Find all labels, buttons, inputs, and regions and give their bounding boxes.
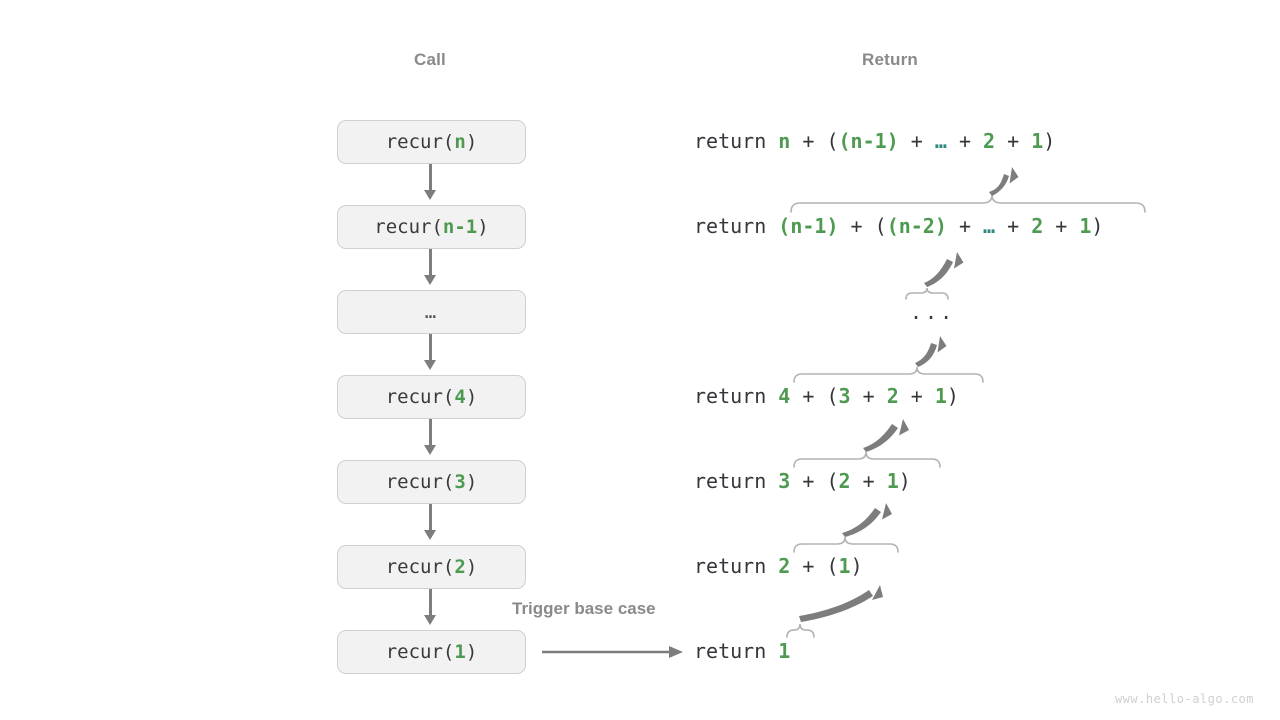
call-arrow-4	[429, 419, 432, 448]
brace-row-n-1	[790, 194, 1146, 213]
frame-label: recur(1)	[385, 641, 478, 663]
brace-row-2	[793, 536, 899, 553]
frame-recur-2: recur(2)	[337, 545, 526, 589]
arrow-to-row-4	[863, 419, 909, 452]
brace-row-3	[793, 451, 941, 468]
call-arrow-head-2	[424, 275, 436, 285]
trigger-base-case-arrow	[542, 646, 683, 658]
return-row-ellipsis: ...	[910, 300, 956, 324]
frame-label: recur(n)	[385, 131, 478, 153]
frame-label: recur(2)	[385, 556, 478, 578]
column-header-call: Call	[414, 50, 446, 69]
call-arrow-head-5	[424, 530, 436, 540]
frame-ellipsis: …	[337, 290, 526, 334]
arrow-to-ellipsis	[915, 336, 947, 367]
return-row-3: return 3 + (2 + 1)	[694, 469, 911, 493]
frame-recur-n: recur(n)	[337, 120, 526, 164]
brace-row-1	[786, 623, 815, 638]
call-arrow-3	[429, 334, 432, 363]
arrow-to-row-n	[989, 167, 1019, 196]
watermark: www.hello-algo.com	[1114, 692, 1254, 706]
call-arrow-head-4	[424, 445, 436, 455]
brace-ellipsis	[905, 287, 949, 300]
return-row-n: return n + ((n-1) + … + 2 + 1)	[694, 129, 1056, 153]
column-header-return: Return	[862, 50, 918, 69]
frame-label: recur(4)	[385, 386, 478, 408]
return-row-4: return 4 + (3 + 2 + 1)	[694, 384, 959, 408]
call-arrow-1	[429, 164, 432, 193]
frame-label: recur(n-1)	[374, 216, 489, 238]
call-arrow-6	[429, 589, 432, 618]
frame-label: …	[424, 301, 439, 323]
call-arrow-head-1	[424, 190, 436, 200]
arrow-to-row-3	[842, 503, 892, 537]
call-arrow-5	[429, 504, 432, 533]
frame-recur-3: recur(3)	[337, 460, 526, 504]
call-arrow-2	[429, 249, 432, 278]
return-row-n-1: return (n-1) + ((n-2) + … + 2 + 1)	[694, 214, 1104, 238]
frame-label: recur(3)	[385, 471, 478, 493]
frame-recur-4: recur(4)	[337, 375, 526, 419]
return-row-2: return 2 + (1)	[694, 554, 863, 578]
arrow-to-row-n-1	[924, 252, 964, 287]
return-row-1: return 1	[694, 639, 791, 663]
call-arrow-head-6	[424, 615, 436, 625]
arrow-to-row-2	[799, 585, 883, 622]
frame-recur-n-1: recur(n-1)	[337, 205, 526, 249]
trigger-base-case-label: Trigger base case	[512, 599, 656, 618]
brace-row-4	[793, 366, 984, 383]
call-arrow-head-3	[424, 360, 436, 370]
frame-recur-1: recur(1)	[337, 630, 526, 674]
